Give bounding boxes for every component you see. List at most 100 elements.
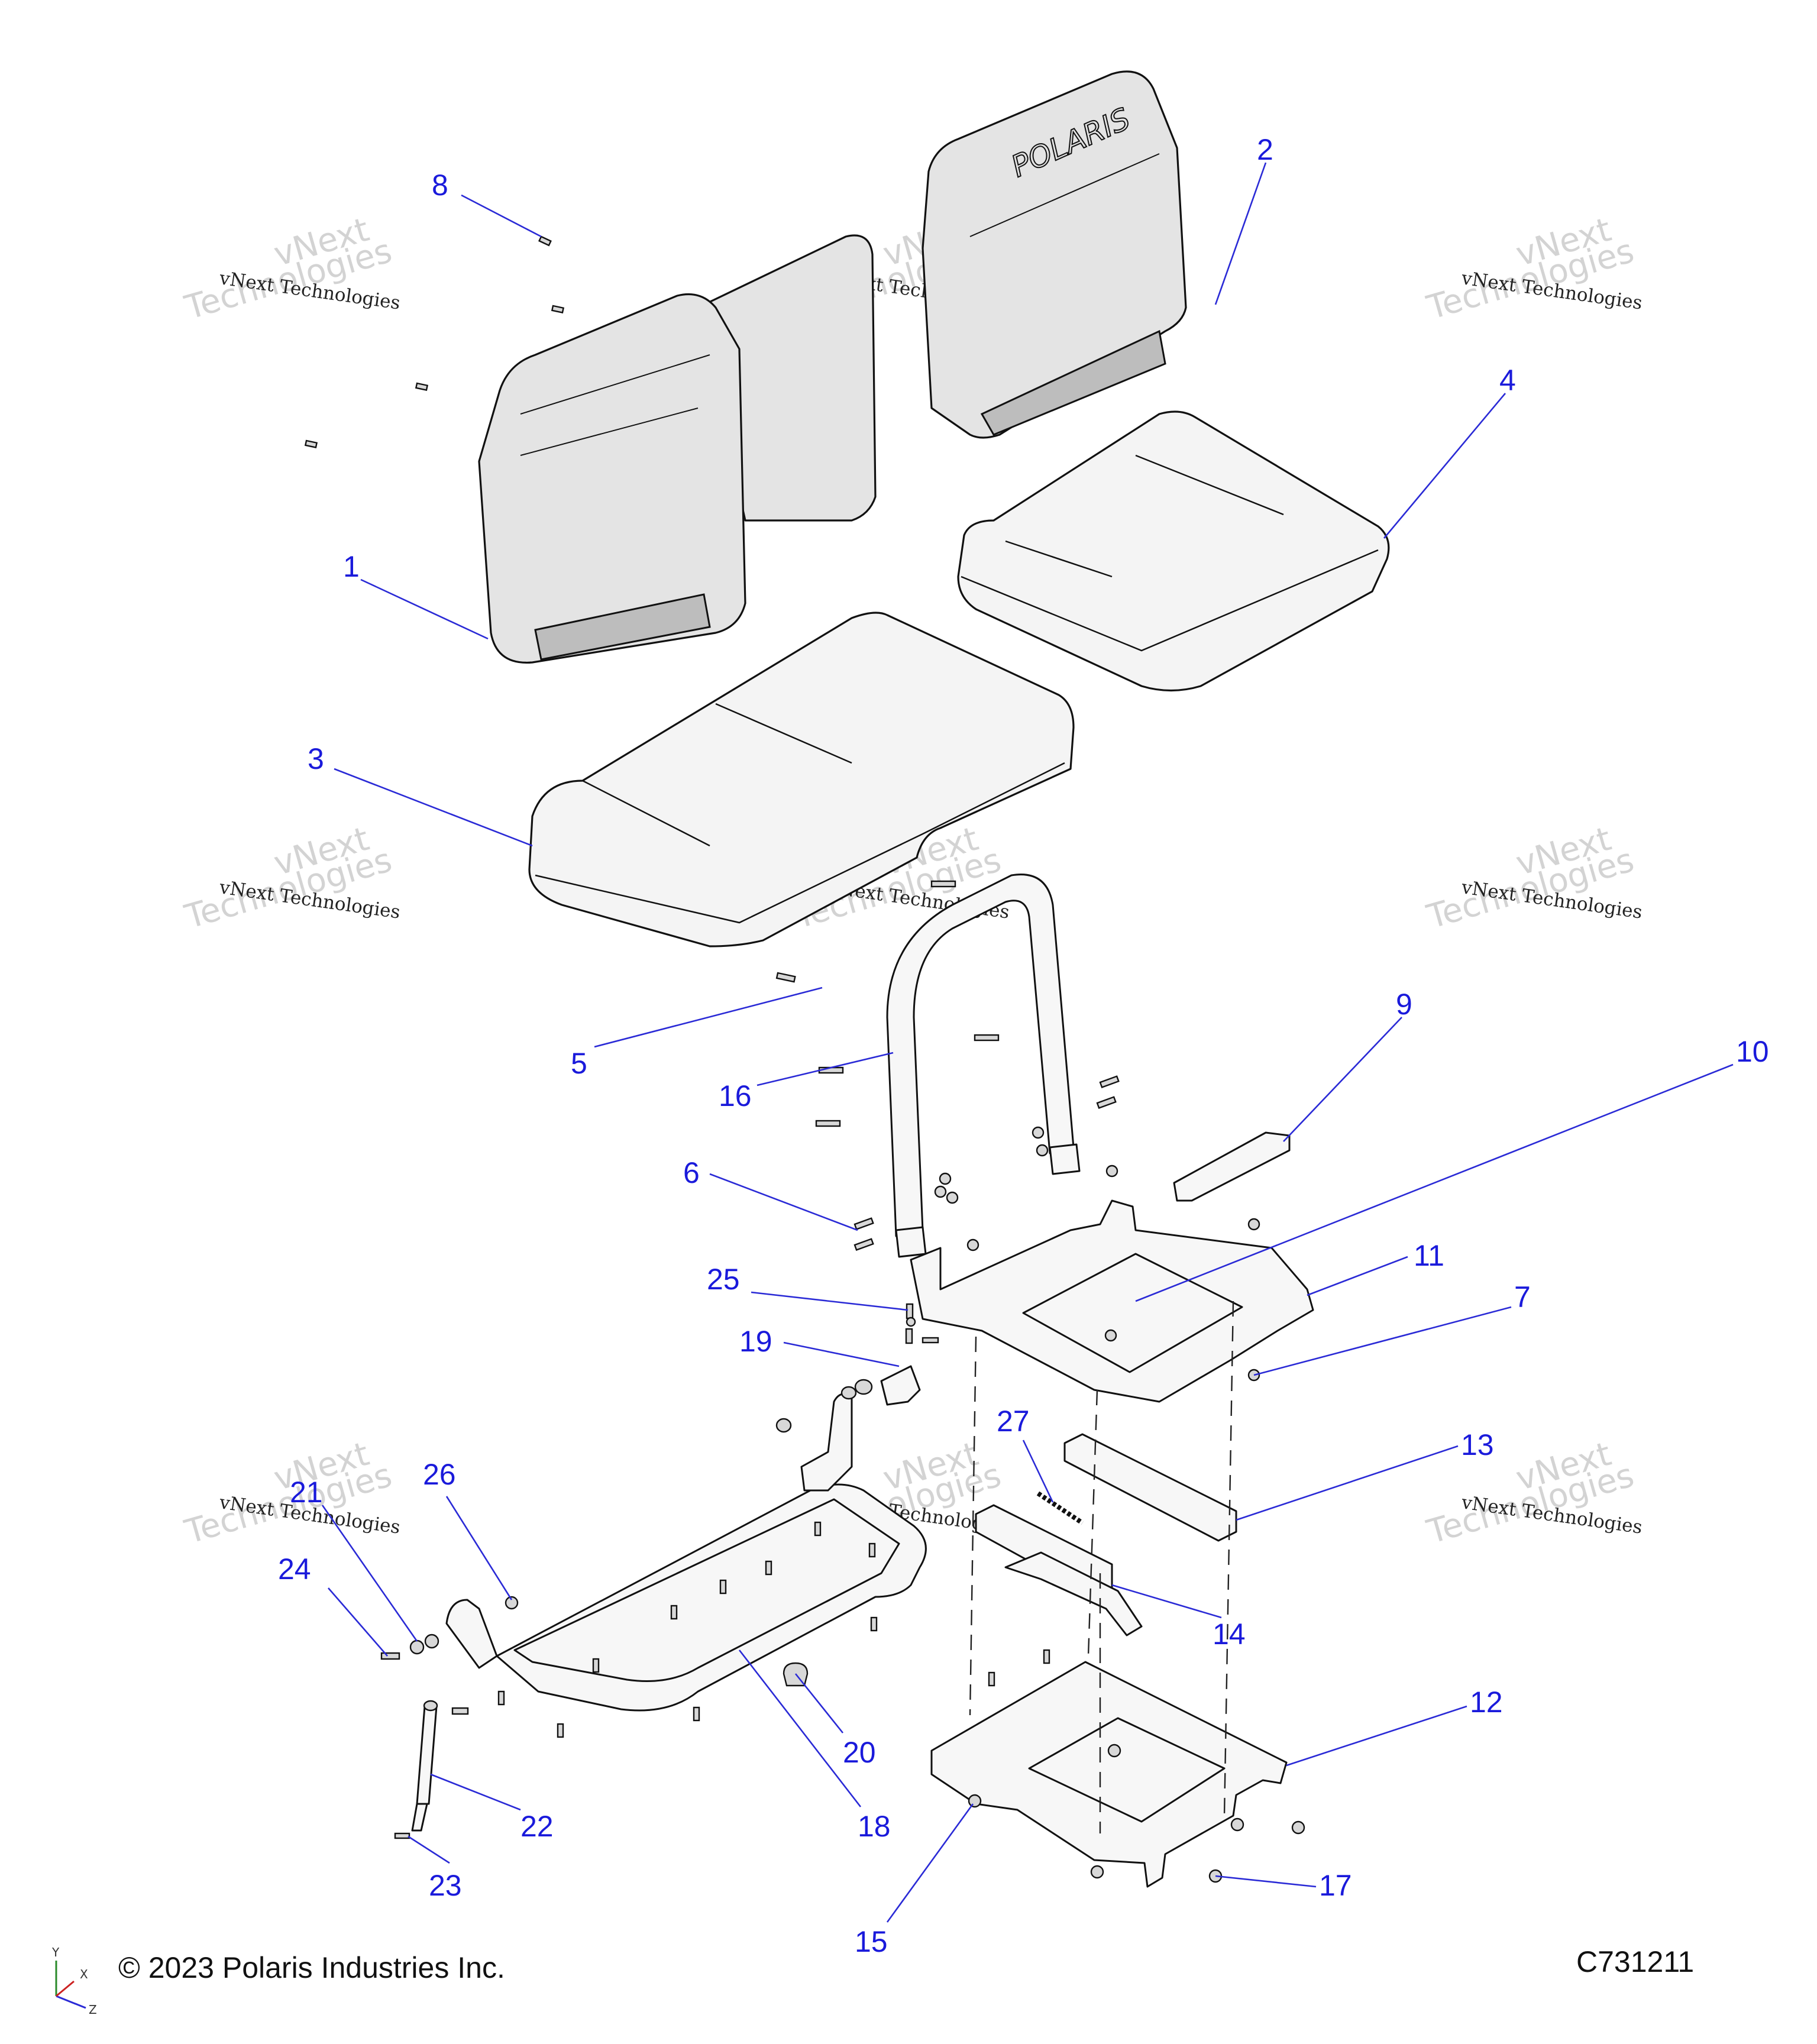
bolt xyxy=(551,305,565,313)
nut xyxy=(1230,1817,1244,1832)
callout-11: 11 xyxy=(1414,1239,1444,1272)
callout-5: 5 xyxy=(571,1047,587,1080)
screw xyxy=(870,1616,878,1632)
callout-24: 24 xyxy=(278,1553,311,1586)
bolt xyxy=(1099,1075,1120,1088)
seatback-right-part: POLARIS xyxy=(922,70,1187,439)
callout-2: 2 xyxy=(1257,133,1273,166)
axis-x-label: X xyxy=(80,1967,88,1981)
seat-rail-left-part xyxy=(975,1504,1143,1637)
screw xyxy=(557,1723,564,1738)
axis-triad: Y X Z xyxy=(51,1945,97,2017)
seat-frame-part xyxy=(910,1199,1314,1403)
watermark: vNext Technologies vNext Technologies xyxy=(1422,211,1644,328)
screw xyxy=(868,1542,876,1558)
callout-8: 8 xyxy=(432,169,448,202)
callout-10: 10 xyxy=(1736,1035,1769,1068)
screw xyxy=(670,1605,678,1620)
screw xyxy=(988,1671,995,1687)
screw xyxy=(592,1658,600,1673)
nut xyxy=(946,1191,959,1204)
callout-20: 20 xyxy=(843,1736,876,1769)
nut xyxy=(1036,1144,1049,1157)
screw xyxy=(497,1690,505,1706)
screw xyxy=(719,1579,727,1595)
nut xyxy=(939,1172,952,1185)
callout-26: 26 xyxy=(423,1458,456,1491)
screw xyxy=(905,1328,913,1344)
nut xyxy=(1107,1744,1121,1758)
bolt xyxy=(930,880,956,888)
callout-15: 15 xyxy=(855,1925,888,1958)
axis-z-label: Z xyxy=(89,2003,97,2017)
watermark: vNext Technologies vNext Technologies xyxy=(180,211,402,328)
bolt xyxy=(538,235,552,247)
gas-strut-part xyxy=(411,1700,438,1832)
nut xyxy=(505,1596,519,1610)
screw xyxy=(693,1706,700,1722)
washer xyxy=(409,1639,425,1655)
callout-16: 16 xyxy=(719,1079,752,1112)
screw xyxy=(814,1521,822,1537)
callout-7: 7 xyxy=(1514,1280,1531,1314)
callout-14: 14 xyxy=(1213,1618,1246,1651)
drawing-code: C731211 xyxy=(1576,1945,1695,1978)
bolt xyxy=(775,972,796,983)
bolt xyxy=(451,1707,469,1715)
tension-spring-part xyxy=(1036,1491,1084,1525)
callout-19: 19 xyxy=(739,1325,772,1358)
seatback-left-part xyxy=(478,234,877,664)
callout-22: 22 xyxy=(520,1810,554,1843)
screw xyxy=(922,1337,939,1344)
callout-21: 21 xyxy=(290,1476,323,1509)
seat-rail-bracket-part xyxy=(1173,1131,1291,1202)
washer xyxy=(424,1634,439,1649)
callout-17: 17 xyxy=(1319,1869,1352,1902)
alignment-lines xyxy=(969,1301,1234,1833)
tilt-frame-part xyxy=(445,1393,927,1712)
nut xyxy=(1105,1165,1118,1178)
bolt xyxy=(815,1120,841,1127)
callout-labels: 1 2 3 4 5 6 7 8 9 10 11 12 13 14 15 16 1… xyxy=(278,133,1769,1958)
watermark: vNext Technologies vNext Technologies xyxy=(180,820,402,937)
bolt xyxy=(853,1238,874,1251)
leader-lines xyxy=(321,162,1734,1923)
callout-4: 4 xyxy=(1499,364,1516,397)
screw xyxy=(906,1303,914,1319)
nut xyxy=(1032,1126,1045,1139)
bolt xyxy=(1096,1096,1117,1109)
callout-25: 25 xyxy=(707,1263,740,1296)
bolt xyxy=(974,1034,1000,1042)
watermark: vNext Technologies vNext Technologies xyxy=(1422,820,1644,937)
callout-23: 23 xyxy=(429,1869,462,1902)
copyright-text: © 2023 Polaris Industries Inc. xyxy=(118,1951,505,1984)
nut xyxy=(1291,1820,1305,1835)
base-plate-part xyxy=(930,1661,1288,1888)
bolt xyxy=(394,1832,410,1839)
watermark: vNext Technologies vNext Technologies xyxy=(1422,1435,1644,1552)
hardware xyxy=(304,235,1305,1883)
seat-cushion-right-part xyxy=(957,410,1390,692)
nut xyxy=(1247,1218,1260,1231)
screw xyxy=(765,1560,772,1576)
callout-9: 9 xyxy=(1396,988,1412,1021)
screw xyxy=(1043,1649,1050,1664)
tilt-latch-part xyxy=(775,1365,921,1433)
callout-6: 6 xyxy=(683,1156,700,1189)
seat-cushion-bench-part xyxy=(528,612,1075,947)
seat-rail-right-part xyxy=(1063,1433,1237,1542)
washer xyxy=(906,1317,916,1327)
bolt xyxy=(853,1217,874,1230)
nut xyxy=(968,1794,982,1808)
backrest-frame-part xyxy=(886,874,1081,1258)
axis-y-label: Y xyxy=(51,1945,60,1959)
callout-1: 1 xyxy=(343,550,360,583)
bolt xyxy=(304,439,318,448)
callout-13: 13 xyxy=(1461,1428,1494,1461)
watermarks: vNext Technologies vNext Technologies vN… xyxy=(180,211,1644,1552)
bolt xyxy=(380,1652,400,1660)
callout-18: 18 xyxy=(858,1810,891,1843)
callout-12: 12 xyxy=(1470,1686,1503,1719)
callout-3: 3 xyxy=(308,742,324,775)
